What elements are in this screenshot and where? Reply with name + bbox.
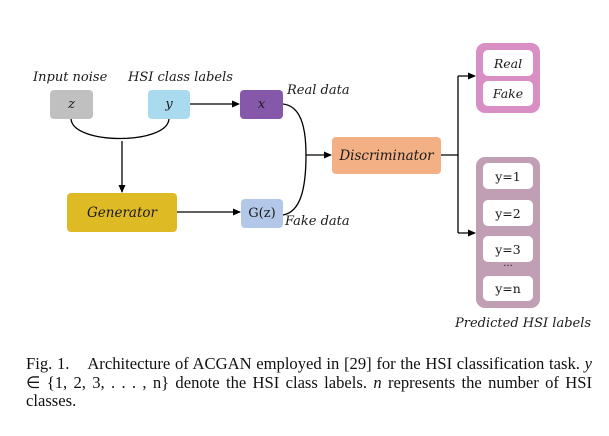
- noise-z-box: z: [50, 90, 93, 119]
- output-fake: Fake: [483, 81, 533, 106]
- caption-math-set: ∈ {1, 2, 3, . . . , n}: [26, 372, 170, 392]
- caption-fig-number: Fig. 1.: [26, 354, 70, 373]
- class-y-symbol: y: [165, 97, 173, 112]
- fake-gz-box: G(z): [241, 199, 283, 228]
- output-fake-label: Fake: [492, 86, 524, 101]
- real-data-label: Real data: [287, 83, 350, 98]
- caption-text-2: denote the HSI class labels.: [175, 372, 368, 392]
- output-class-3: y=3: [483, 236, 533, 262]
- output-class-n: y=n: [483, 276, 533, 301]
- caption-text-1: Architecture of ACGAN employed in [29] f…: [87, 354, 580, 373]
- input-noise-label: Input noise: [33, 70, 108, 85]
- fake-data-label: Fake data: [285, 214, 350, 229]
- caption-math-y: y: [584, 354, 592, 373]
- caption-math-n: n: [373, 372, 382, 392]
- output-ellipsis: ...: [503, 258, 513, 269]
- output-class-2-label: y=2: [495, 205, 521, 221]
- source-output-box: Real Fake: [476, 43, 540, 113]
- output-real: Real: [483, 50, 533, 76]
- figure-caption: Fig. 1. Architecture of ACGAN employed i…: [26, 354, 592, 411]
- output-class-n-label: y=n: [495, 281, 521, 296]
- output-real-label: Real: [493, 55, 523, 71]
- real-x-box: x: [240, 90, 283, 119]
- generator-label: Generator: [87, 204, 157, 221]
- output-class-1: y=1: [483, 163, 533, 189]
- real-x-symbol: x: [257, 97, 266, 112]
- discriminator-box: Discriminator: [332, 137, 441, 174]
- generator-box: Generator: [67, 193, 177, 232]
- predicted-hsi-labels-label: Predicted HSI labels: [455, 316, 592, 331]
- output-class-3-label: y=3: [495, 241, 521, 257]
- hsi-class-labels-label: HSI class labels: [128, 70, 233, 85]
- discriminator-label: Discriminator: [339, 147, 434, 164]
- output-class-1-label: y=1: [495, 168, 521, 184]
- class-y-box: y: [148, 90, 190, 119]
- caption-text-3: represents the number of HSI classes.: [26, 372, 592, 410]
- real-fake-merge-curve: [282, 103, 307, 216]
- fake-gz-symbol: G(z): [248, 206, 276, 221]
- class-output-box: y=1 y=2 y=3 ... y=n: [476, 157, 540, 308]
- input-merge-curve: [70, 118, 170, 140]
- noise-z-symbol: z: [68, 97, 75, 112]
- output-class-2: y=2: [483, 200, 533, 226]
